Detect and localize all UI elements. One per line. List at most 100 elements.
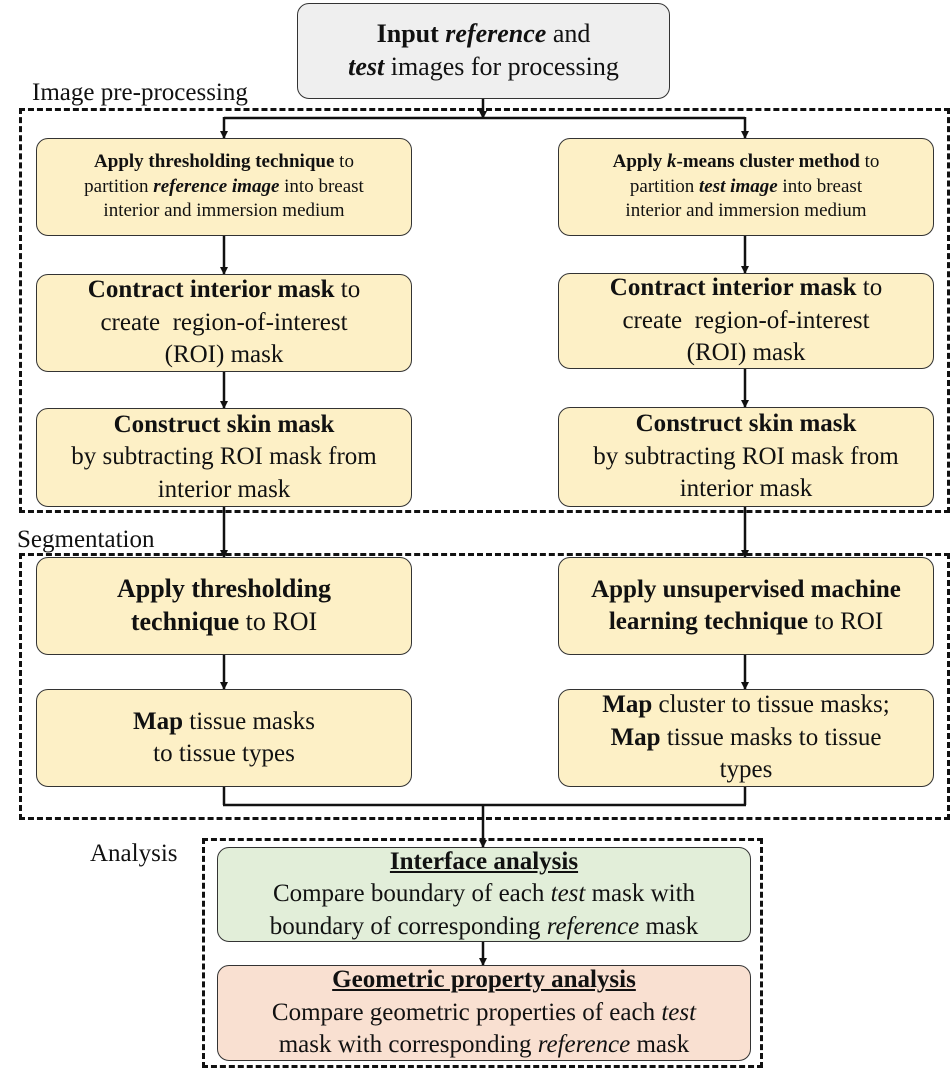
text-run: by subtracting ROI mask from [71, 443, 377, 471]
text-run: to [859, 150, 880, 172]
right-step4-line-2: learning technique to ROI [609, 606, 883, 639]
text-run: create region-of-interest [100, 308, 348, 336]
text-run: reference [445, 19, 547, 49]
text-run: k [667, 150, 677, 172]
text-run: Apply thresholding [116, 574, 332, 604]
left-step5-line-2: to tissue types [153, 738, 295, 771]
text-run: boundary of corresponding [269, 912, 547, 940]
text-run: to [334, 150, 354, 172]
text-run: types [719, 756, 773, 784]
text-run: Contract interior mask [87, 276, 335, 304]
text-run: to tissue types [153, 740, 295, 767]
geometric-analysis-box: Geometric property analysis Compare geom… [217, 965, 751, 1061]
text-run: tissue masks to tissue [660, 723, 882, 751]
text-run: mask [630, 1031, 690, 1059]
left-step3-line-2: by subtracting ROI mask from [71, 441, 377, 474]
input-line-1: Input reference and [377, 18, 591, 51]
left-step4-line-2: technique to ROI [131, 606, 317, 639]
left-step2-line-3: (ROI) mask [165, 339, 284, 372]
text-run: learning technique [608, 608, 809, 635]
right-step2-line-3: (ROI) mask [687, 337, 806, 370]
text-run: interior and immersion medium [625, 200, 867, 222]
text-run: Map [602, 691, 653, 719]
text-run: interior and immersion medium [103, 200, 345, 222]
text-run: to [856, 274, 883, 302]
segmentation-frame [19, 553, 950, 820]
input-box: Input reference and test images for proc… [297, 3, 670, 99]
right-step3-line-2: by subtracting ROI mask from [593, 441, 899, 474]
left-threshold-partition-box: Apply thresholding technique to partitio… [36, 138, 412, 236]
text-run: mask [639, 912, 699, 940]
text-run: reference [537, 1031, 631, 1059]
text-run: to ROI [808, 608, 884, 635]
right-step5-line-1: Map cluster to tissue masks; [602, 689, 889, 722]
input-line-2: test images for processing [348, 51, 619, 84]
text-run: Contract interior mask [609, 274, 857, 302]
text-run: Construct skin mask [635, 410, 857, 438]
text-run: reference image [153, 175, 280, 197]
left-map-tissue-box: Map tissue masks to tissue types [36, 689, 412, 787]
right-skin-mask-box: Construct skin mask by subtracting ROI m… [558, 407, 934, 507]
text-run: Apply unsupervised machine [591, 575, 901, 603]
text-run: and [546, 19, 591, 49]
right-step4-line-1: Apply unsupervised machine [591, 574, 901, 607]
left-step5-line-1: Map tissue masks [133, 706, 315, 739]
text-run: test image [699, 175, 778, 197]
text-run: technique [130, 607, 240, 636]
text-run: tissue masks [183, 707, 315, 735]
text-run: Map [133, 707, 184, 735]
left-threshold-roi-box: Apply thresholding technique to ROI [36, 557, 412, 655]
segmentation-label: Segmentation [17, 527, 159, 552]
text-run: test [550, 880, 586, 908]
geometric-body-line-2: mask with corresponding reference mask [279, 1029, 690, 1062]
right-unsupervised-ml-box: Apply unsupervised machine learning tech… [558, 557, 934, 655]
right-step5-line-2: Map tissue masks to tissue [611, 722, 882, 755]
right-step1-line-2: partition test image into breast [630, 175, 862, 200]
interface-body-line-1: Compare boundary of each test mask with [273, 878, 695, 911]
right-kmeans-partition-box: Apply k-means cluster method to partitio… [558, 138, 934, 236]
text-run: Construct skin mask [113, 410, 335, 438]
left-step3-line-1: Construct skin mask [114, 409, 335, 442]
right-step3-line-1: Construct skin mask [636, 408, 857, 441]
left-skin-mask-box: Construct skin mask by subtracting ROI m… [36, 408, 412, 507]
left-contract-mask-box: Contract interior mask to create region-… [36, 274, 412, 372]
text-run: partition [84, 175, 154, 197]
text-run: images for processing [384, 52, 619, 81]
text-run: (ROI) mask [164, 341, 284, 369]
text-run: Apply thresholding technique [94, 150, 335, 172]
text-run: Input [376, 19, 446, 49]
text-run: mask with [585, 880, 696, 908]
text-run: interior mask [679, 475, 813, 503]
text-run: Apply [612, 150, 668, 172]
geometric-body-line-1: Compare geometric properties of each tes… [272, 997, 696, 1030]
text-run: by subtracting ROI mask from [593, 442, 899, 470]
text-run: mask with corresponding [278, 1031, 538, 1059]
interface-body-line-2: boundary of corresponding reference mask [270, 911, 699, 944]
text-run: partition [629, 175, 700, 197]
text-run: test [661, 998, 697, 1026]
left-step3-line-3: interior mask [158, 474, 291, 507]
text-run: (ROI) mask [686, 339, 806, 367]
geometric-analysis-title: Geometric property analysis [332, 966, 636, 994]
interface-analysis-box: Interface analysis Compare boundary of e… [217, 847, 751, 942]
preprocessing-frame [19, 108, 950, 513]
right-contract-mask-box: Contract interior mask to create region-… [558, 273, 934, 369]
right-step1-line-3: interior and immersion medium [625, 199, 866, 224]
right-step5-line-3: types [720, 754, 773, 787]
text-run: cluster to tissue masks; [652, 691, 890, 719]
right-step1-line-1: Apply k-means cluster method to [613, 150, 880, 175]
left-step4-line-1: Apply thresholding [117, 573, 331, 606]
text-run: Compare boundary of each [272, 880, 551, 908]
left-step2-line-2: create region-of-interest [100, 307, 347, 340]
text-run: test [348, 52, 385, 81]
text-run: -means cluster method [676, 150, 860, 172]
text-run: to ROI [239, 607, 318, 636]
text-run: into breast [279, 175, 364, 197]
text-run: interior mask [157, 475, 291, 503]
right-map-cluster-box: Map cluster to tissue masks; Map tissue … [558, 689, 934, 787]
right-step2-line-2: create region-of-interest [622, 305, 869, 338]
preprocessing-label: Image pre-processing [32, 80, 252, 105]
text-run: Compare geometric properties of each [271, 998, 662, 1026]
